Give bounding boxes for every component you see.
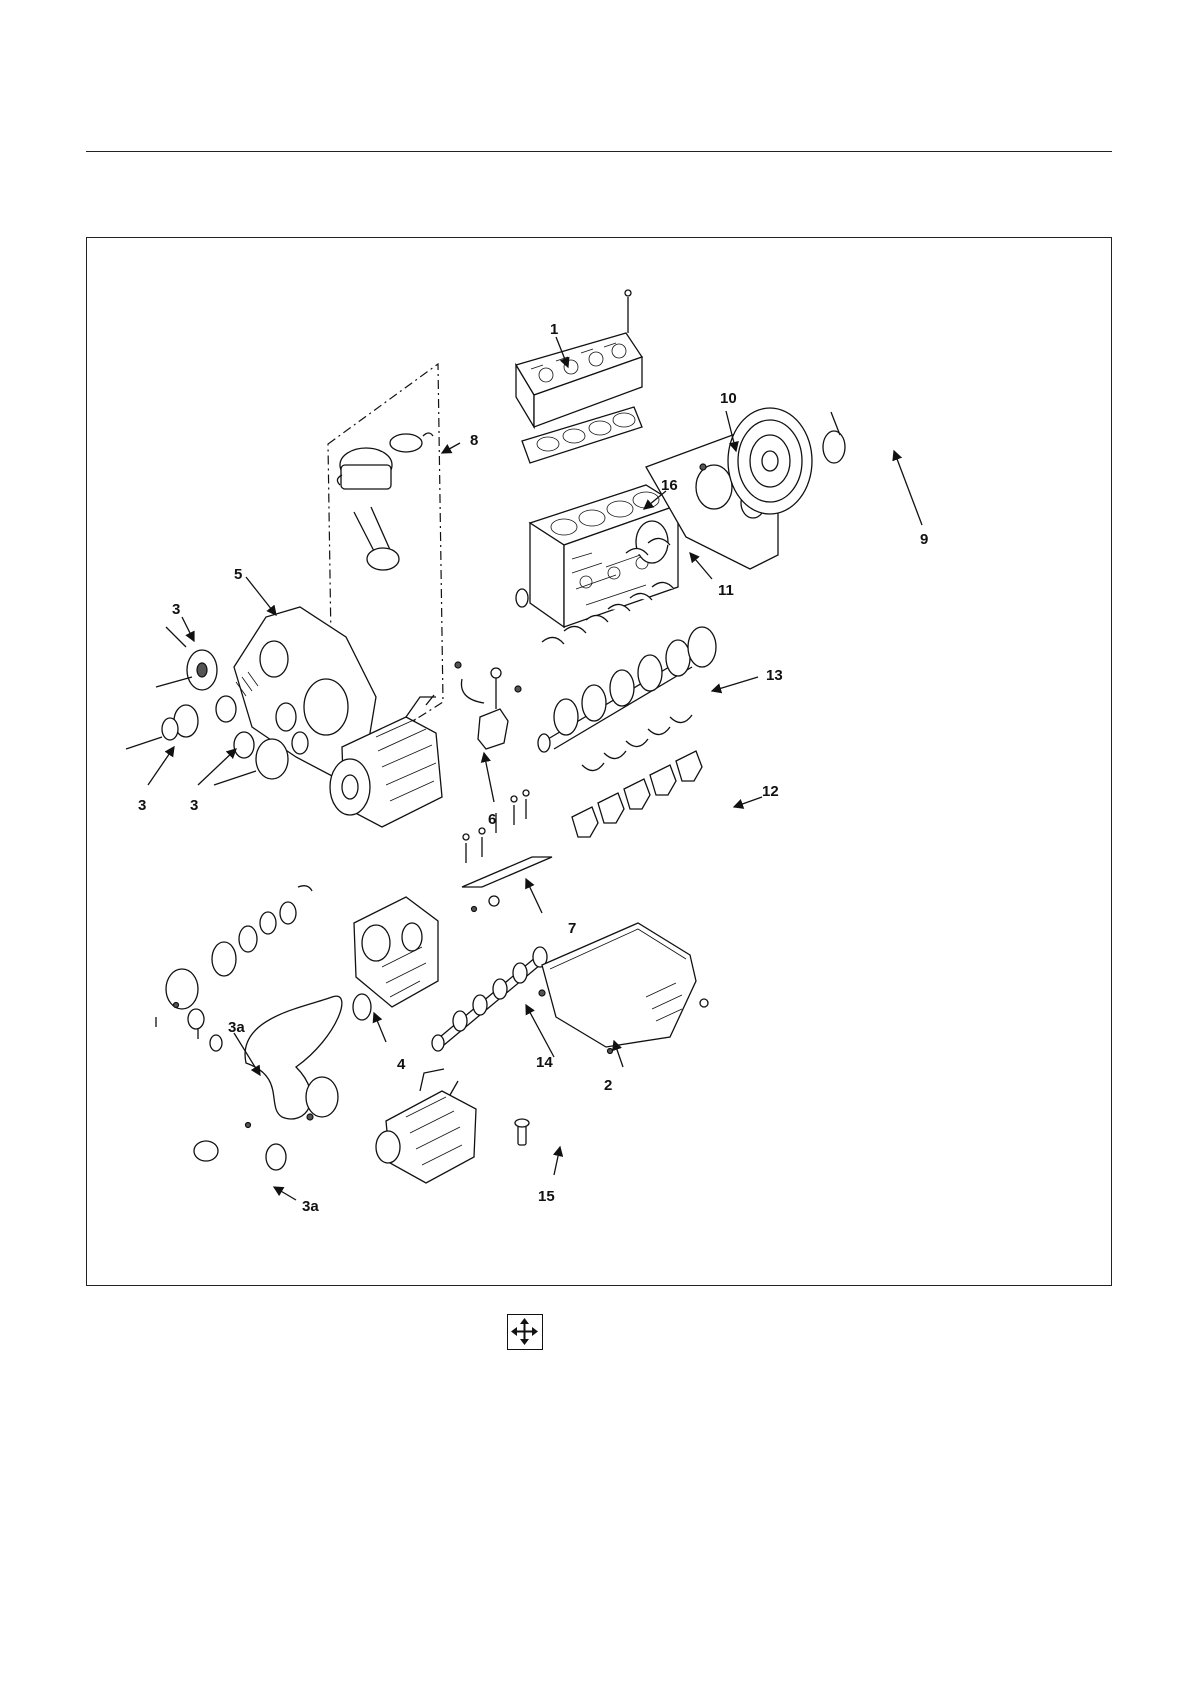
- callout-6: 6: [488, 811, 496, 828]
- cylinder-head: [516, 290, 642, 463]
- oil-jet-pipe: [462, 790, 552, 912]
- callout-9: 9: [920, 531, 928, 548]
- oil-pan: [539, 923, 708, 1054]
- header-rule: [86, 151, 1112, 152]
- callout-14: 14: [536, 1054, 553, 1071]
- lower-bearings: [582, 715, 692, 771]
- camshaft: [432, 947, 547, 1051]
- callout-3a-belt: 3a: [228, 1019, 245, 1036]
- drain-plug: [515, 1119, 529, 1145]
- callout-15: 15: [538, 1188, 555, 1205]
- callout-3a-idler: 3a: [302, 1198, 319, 1215]
- flywheel: [728, 408, 845, 514]
- callout-10: 10: [720, 390, 737, 407]
- callout-3-top: 3: [172, 601, 180, 618]
- callout-7: 7: [568, 920, 576, 937]
- four-way-arrows-icon: [507, 1314, 543, 1350]
- oil-pump: [455, 662, 521, 749]
- crankshaft: [538, 627, 716, 752]
- callout-12: 12: [762, 783, 779, 800]
- callout-4: 4: [397, 1056, 406, 1073]
- callout-5: 5: [234, 566, 242, 583]
- callout-2: 2: [604, 1077, 612, 1094]
- timing-belt-section: [156, 886, 342, 1170]
- callout-13: 13: [766, 667, 783, 684]
- engine-exploded-diagram: 1 2 3 3 3 3a 3a 4 5 6 7 8 9 10 11 12 13 …: [86, 237, 1112, 1286]
- callout-16: 16: [661, 477, 678, 494]
- callout-3-mid: 3: [190, 797, 198, 814]
- injection-pump-lower: [376, 1069, 476, 1183]
- callout-1: 1: [550, 321, 558, 338]
- callout-11: 11: [718, 582, 734, 599]
- front-cover: [353, 897, 438, 1020]
- callout-8: 8: [470, 432, 478, 449]
- main-bearing-caps: [572, 751, 702, 837]
- callout-3-left: 3: [138, 797, 146, 814]
